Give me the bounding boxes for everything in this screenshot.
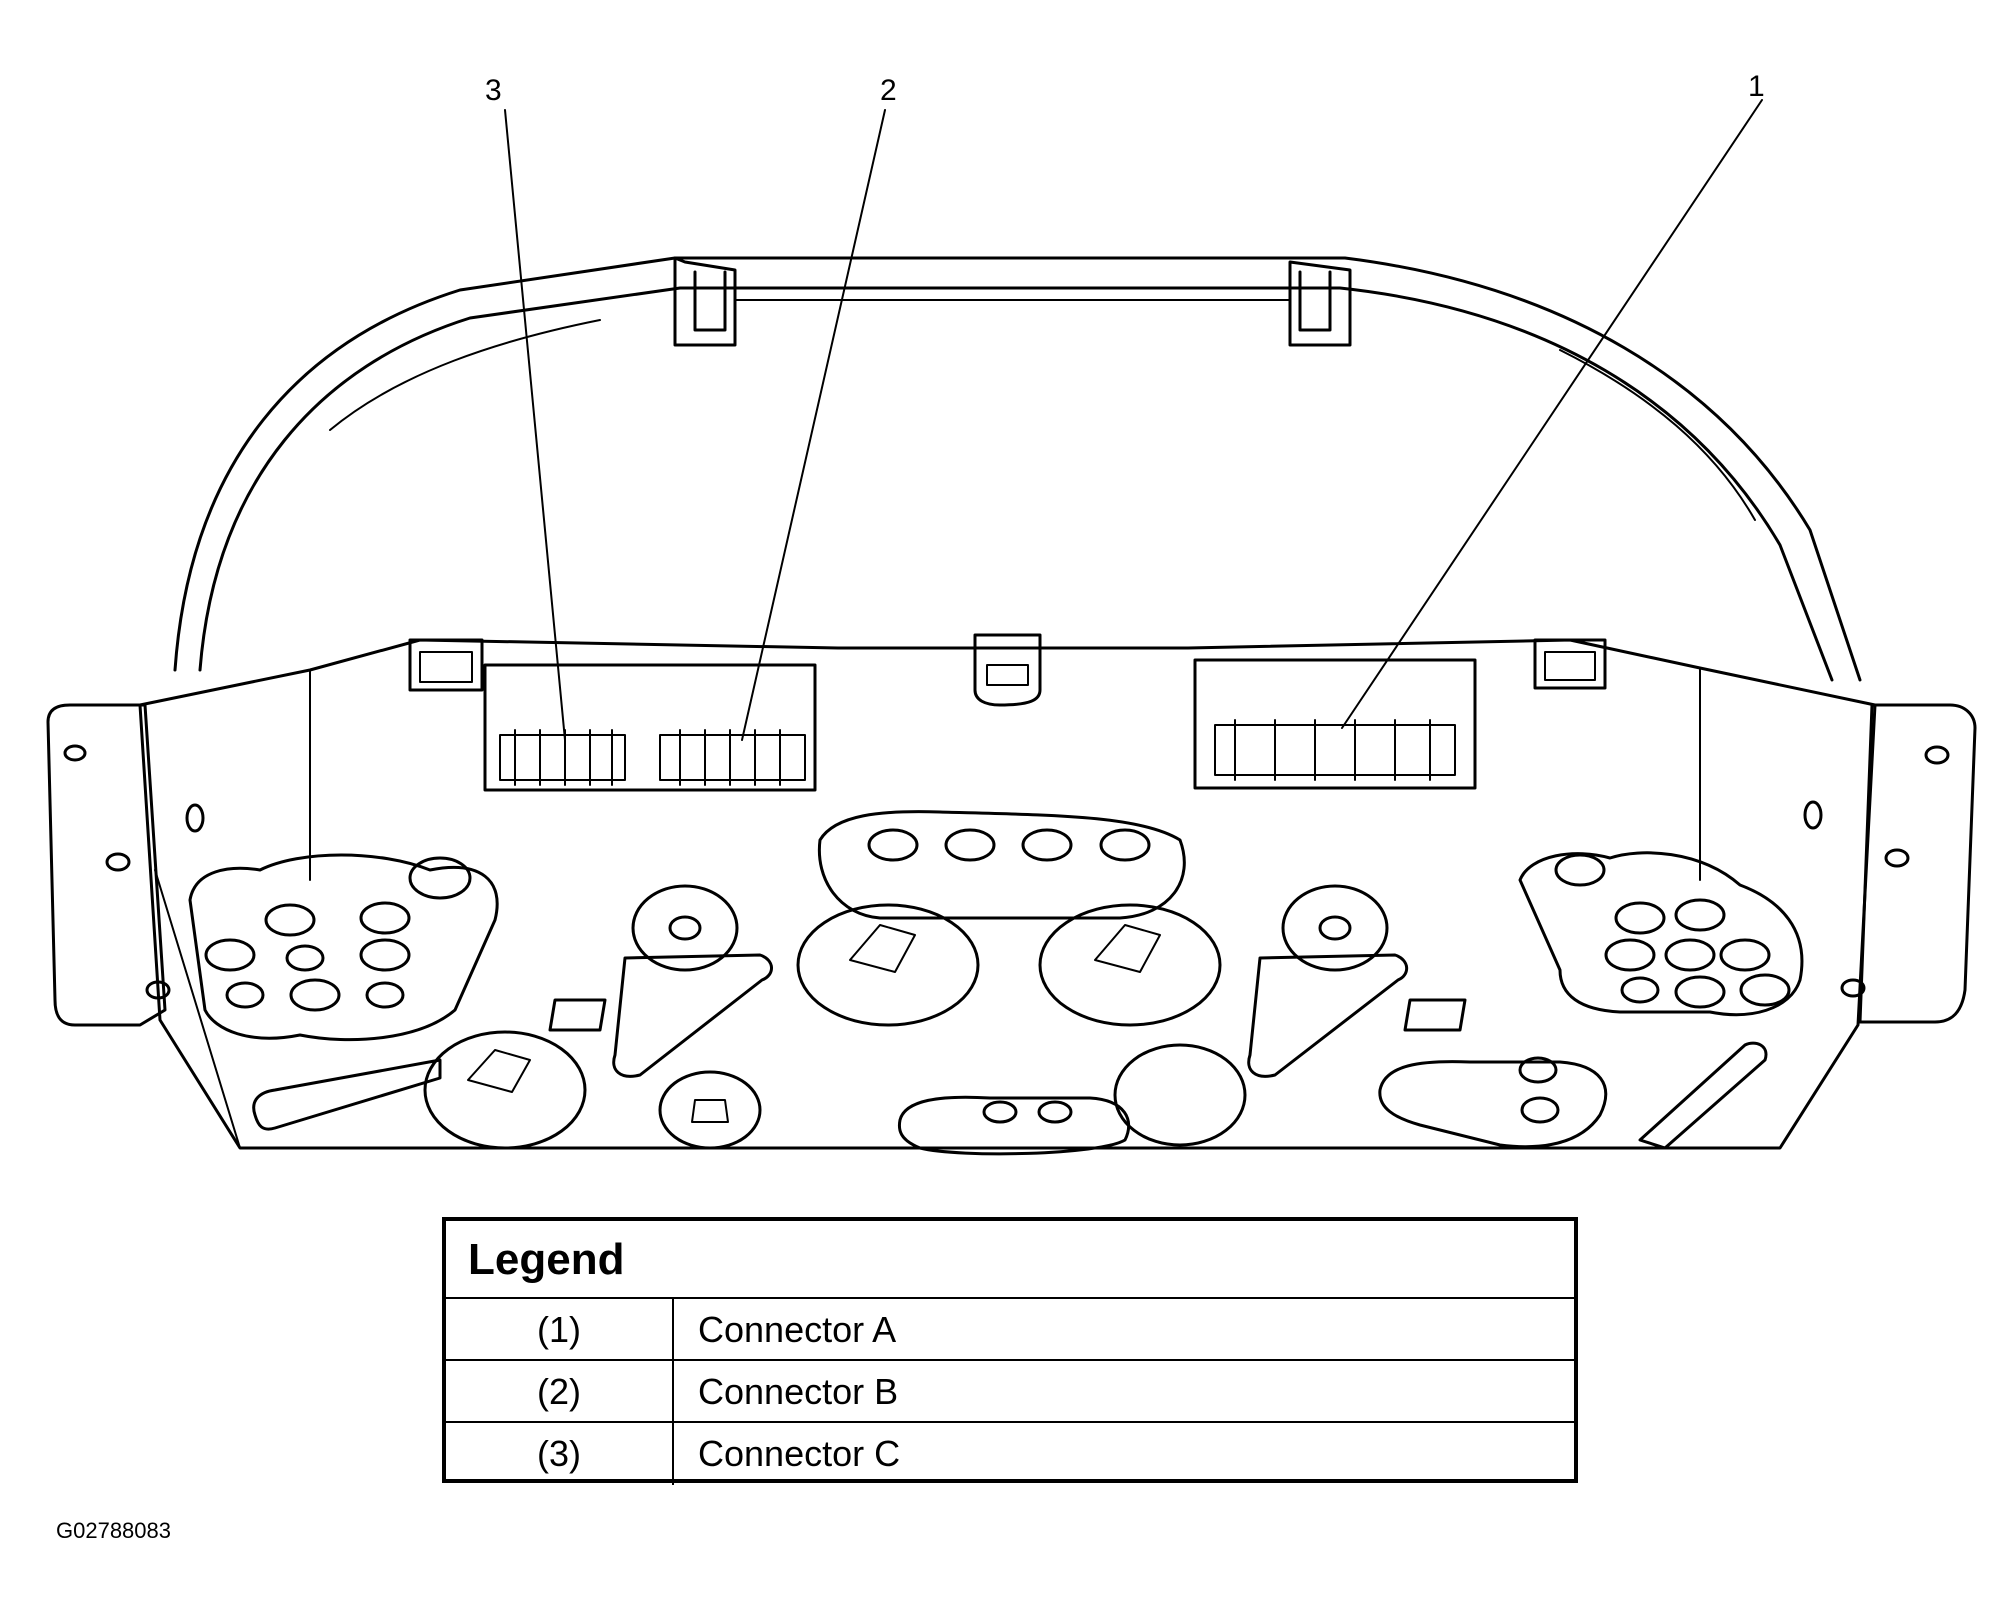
legend-row: (1) Connector A xyxy=(446,1299,1574,1361)
legend-number: (2) xyxy=(446,1361,674,1421)
connector-c-shroud xyxy=(483,663,817,792)
callout-3: 3 xyxy=(485,74,502,107)
leader-line-3 xyxy=(504,109,566,741)
connector-a-shroud xyxy=(1193,658,1477,790)
legend-label: Connector A xyxy=(698,1309,897,1350)
figure-id: G02788083 xyxy=(56,1518,171,1543)
legend-number: (3) xyxy=(446,1423,674,1485)
leader-line-1 xyxy=(1341,99,1763,729)
legend-number: (1) xyxy=(446,1299,674,1359)
legend-label: Connector C xyxy=(698,1433,901,1474)
right-mounting-flange xyxy=(1840,703,1977,1024)
leader-line-2 xyxy=(741,109,886,741)
bulb-sockets xyxy=(188,810,1804,1156)
housing-ribs xyxy=(252,953,1768,1150)
legend-row: (3) Connector C xyxy=(446,1423,1574,1485)
leader-lines xyxy=(504,99,1763,741)
legend-table: Legend (1) Connector A (2) Connector B (… xyxy=(442,1217,1578,1485)
legend-label: Connector B xyxy=(698,1371,899,1412)
callout-1: 1 xyxy=(1748,70,1765,103)
cluster-rear-face xyxy=(138,633,1877,1150)
legend-title: Legend xyxy=(446,1221,1574,1299)
legend-row: (2) Connector B xyxy=(446,1361,1574,1423)
cluster-housing-dome xyxy=(173,256,1862,682)
connector-b-shroud xyxy=(659,729,806,786)
callout-2: 2 xyxy=(880,74,897,107)
